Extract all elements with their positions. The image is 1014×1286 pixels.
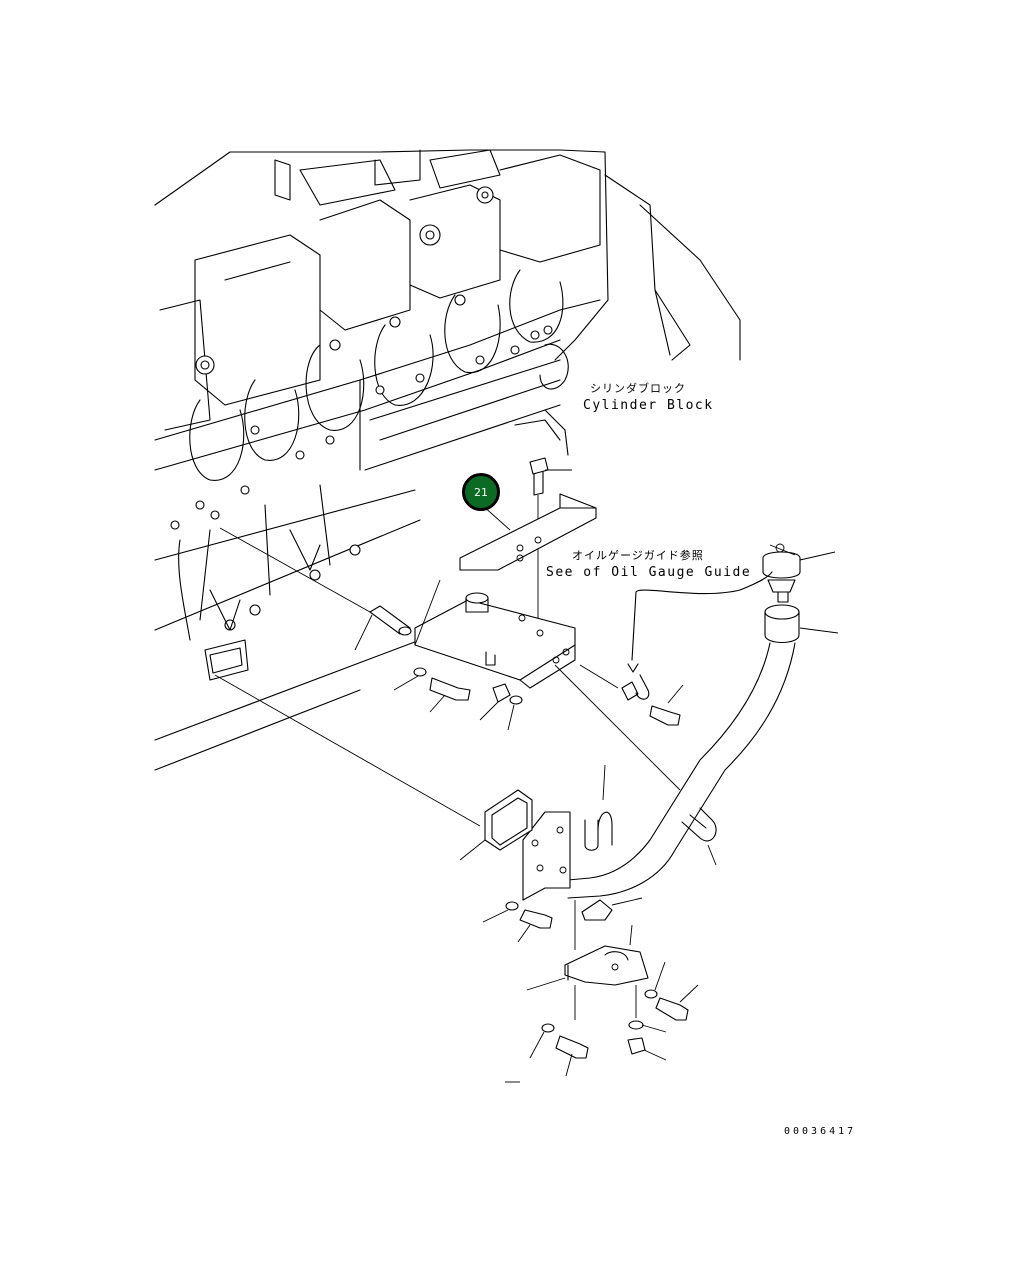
document-number: 00036417 [784,1126,857,1137]
oil-gauge-guide-pipe [459,543,839,1083]
oil-gauge-guide-label: See of Oil Gauge Guide [546,565,752,580]
oil-gauge-guide-label-jp: オイルゲージガイド参照 [572,549,704,562]
cylinder-block-label-jp: シリンダブロック [590,382,686,395]
engine-block [154,149,741,771]
bracket-plate-assembly [214,457,597,827]
callout-21[interactable]: 21 [462,473,500,511]
cylinder-block-label: Cylinder Block [583,398,714,413]
